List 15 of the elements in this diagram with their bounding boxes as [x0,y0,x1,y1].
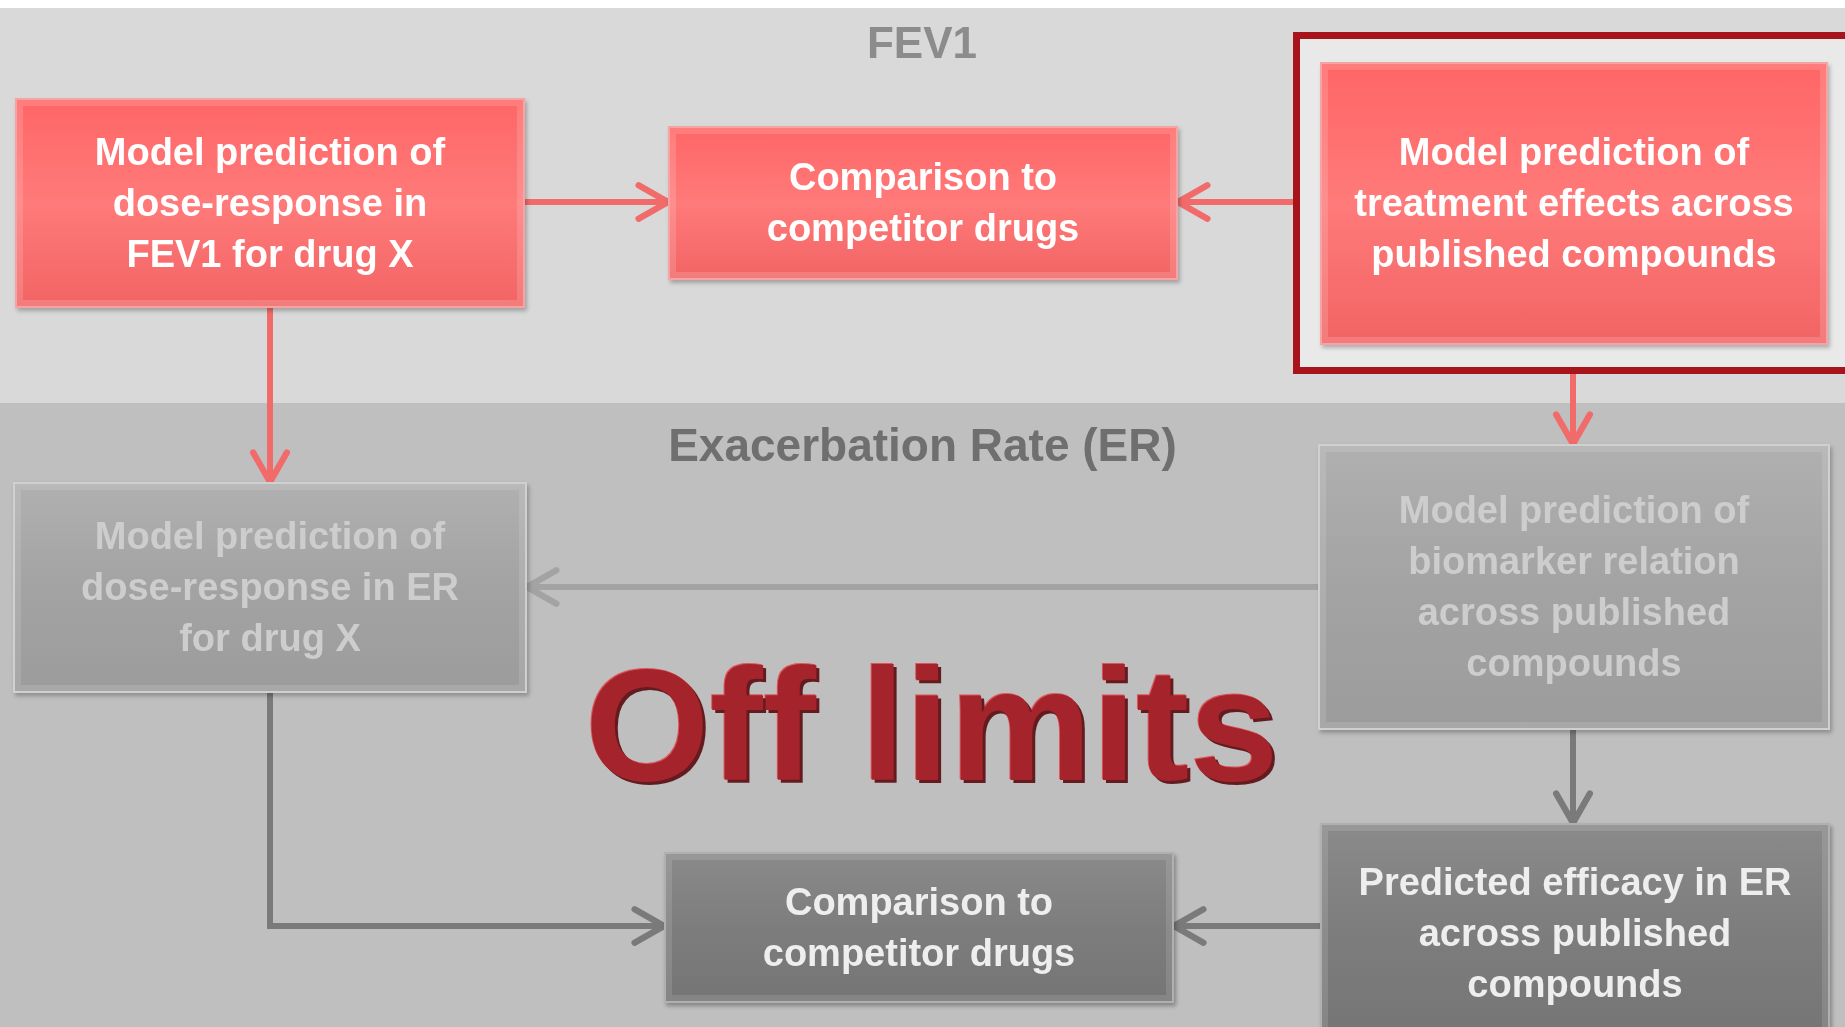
process-box [664,852,1174,1003]
box-text: Model prediction of treatment effects across published compounds [1353,130,1795,277]
box-text: Comparison to competitor drugs [765,155,1081,251]
process-box [13,482,527,693]
band-title: FEV1 [865,18,978,68]
box-text: Predicted efficacy in ER across published compounds [1357,859,1793,1007]
box-text: Comparison to competitor drugs [761,879,1077,976]
stamp-text: Off limits [585,634,1279,816]
box-text: Model prediction of dose-response in FEV1 for drug X [93,129,447,277]
process-box [1320,823,1830,1027]
process-box [668,126,1178,280]
process-box [1318,444,1830,730]
process-box [15,98,525,308]
framed-process-box [1293,32,1845,374]
band-title: Exacerbation Rate (ER) [667,418,1178,472]
